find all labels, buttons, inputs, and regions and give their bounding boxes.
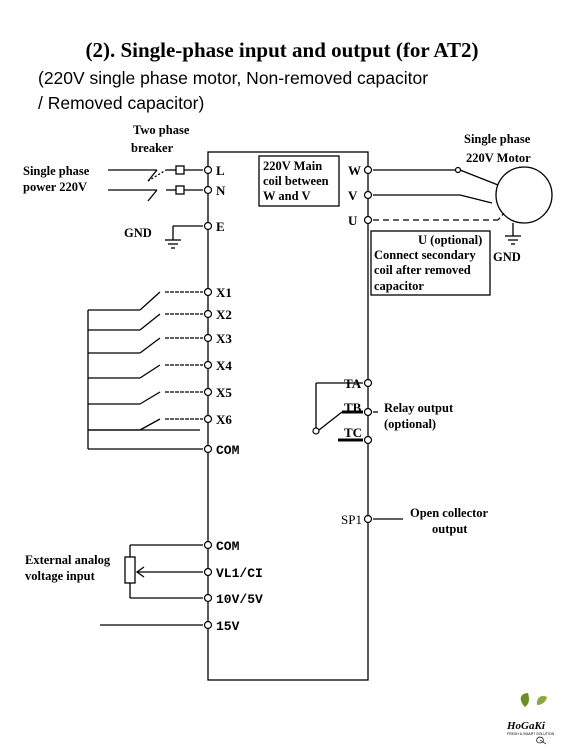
terminal-w: W — [348, 163, 361, 178]
analog-label-2: voltage input — [25, 569, 96, 583]
coil-note-2: coil between — [263, 174, 329, 188]
terminal-v: V — [348, 188, 358, 203]
capacitor-note-2: Connect secondary — [374, 248, 476, 262]
breaker-label-2: breaker — [131, 141, 174, 155]
oc-label-2: output — [432, 522, 468, 536]
motor-symbol — [495, 166, 553, 224]
capacitor-note-4: capacitor — [374, 279, 424, 293]
terminal-tc: TC — [344, 425, 362, 440]
motor-label-2: 220V Motor — [466, 151, 531, 165]
terminal-15v: 15V — [216, 619, 240, 634]
terminal-com-1: COM — [216, 443, 240, 458]
coil-note-3: W and V — [263, 189, 310, 203]
capacitor-note-3: coil after removed — [374, 263, 471, 277]
logo-tagline: FRESH & SMART SOLUTION — [507, 732, 555, 736]
terminal-ta: TA — [344, 376, 362, 391]
motor-label-1: Single phase — [464, 132, 531, 146]
terminal-n: N — [216, 183, 226, 198]
terminal-u: U — [348, 213, 358, 228]
oc-label-1: Open collector — [410, 506, 489, 520]
terminal-10v-5v: 10V/5V — [216, 592, 263, 607]
breaker-label-1: Two phase — [133, 123, 190, 137]
gnd-right-label: GND — [493, 250, 521, 264]
hogaki-logo: HoGaKi FRESH & SMART SOLUTION — [506, 693, 555, 745]
terminal-l: L — [216, 163, 225, 178]
terminal-sp1: SP1 — [341, 512, 362, 527]
coil-note-1: 220V Main — [263, 159, 322, 173]
logo-name: HoGaKi — [506, 720, 546, 732]
terminal-vl1-ci: VL1/CI — [216, 566, 263, 581]
terminal-tb: TB — [344, 400, 362, 415]
power-label-2: power 220V — [23, 180, 87, 194]
capacitor-note-box — [370, 230, 491, 296]
subtitle-line-2: / Removed capacitor) — [38, 93, 205, 113]
breaker-contact-n — [175, 185, 185, 195]
terminal-x5: X5 — [216, 385, 232, 400]
relay-label-2: (optional) — [384, 417, 436, 431]
potentiometer — [124, 556, 136, 584]
power-label-1: Single phase — [23, 164, 90, 178]
page-title: (2). Single-phase input and output (for … — [85, 38, 479, 62]
terminal-x4: X4 — [216, 358, 232, 373]
terminal-x6: X6 — [216, 412, 232, 427]
coil-note-box — [258, 155, 340, 207]
gnd-left-label: GND — [124, 226, 152, 240]
capacitor-note-1: U (optional) — [418, 233, 482, 247]
terminal-x3: X3 — [216, 331, 232, 346]
terminal-x1: X1 — [216, 285, 232, 300]
analog-label-1: External analog — [25, 553, 111, 567]
relay-label-1: Relay output — [384, 401, 454, 415]
breaker-contact-l — [175, 165, 185, 175]
subtitle-line-1: (220V single phase motor, Non-removed ca… — [38, 68, 429, 88]
terminal-e: E — [216, 219, 225, 234]
terminal-com-2: COM — [216, 539, 240, 554]
terminal-x2: X2 — [216, 307, 232, 322]
